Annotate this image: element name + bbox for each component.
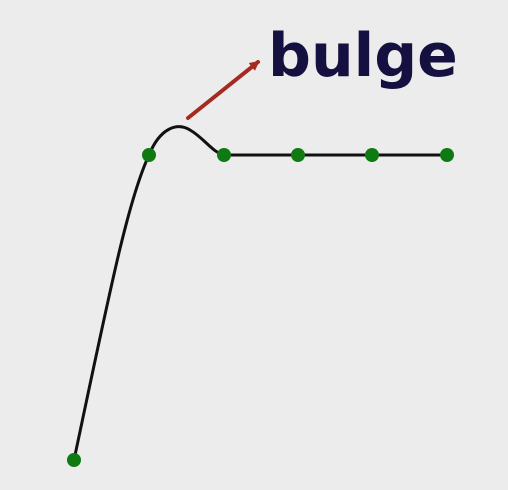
control-point	[217, 148, 231, 162]
bulge-label: bulge	[268, 21, 458, 91]
control-point	[291, 148, 305, 162]
control-points	[67, 148, 454, 467]
control-point	[142, 148, 156, 162]
spline-curve	[72, 125, 449, 462]
control-point	[440, 148, 454, 162]
control-point	[67, 453, 81, 467]
control-point	[365, 148, 379, 162]
bulge-arrow	[186, 60, 260, 120]
